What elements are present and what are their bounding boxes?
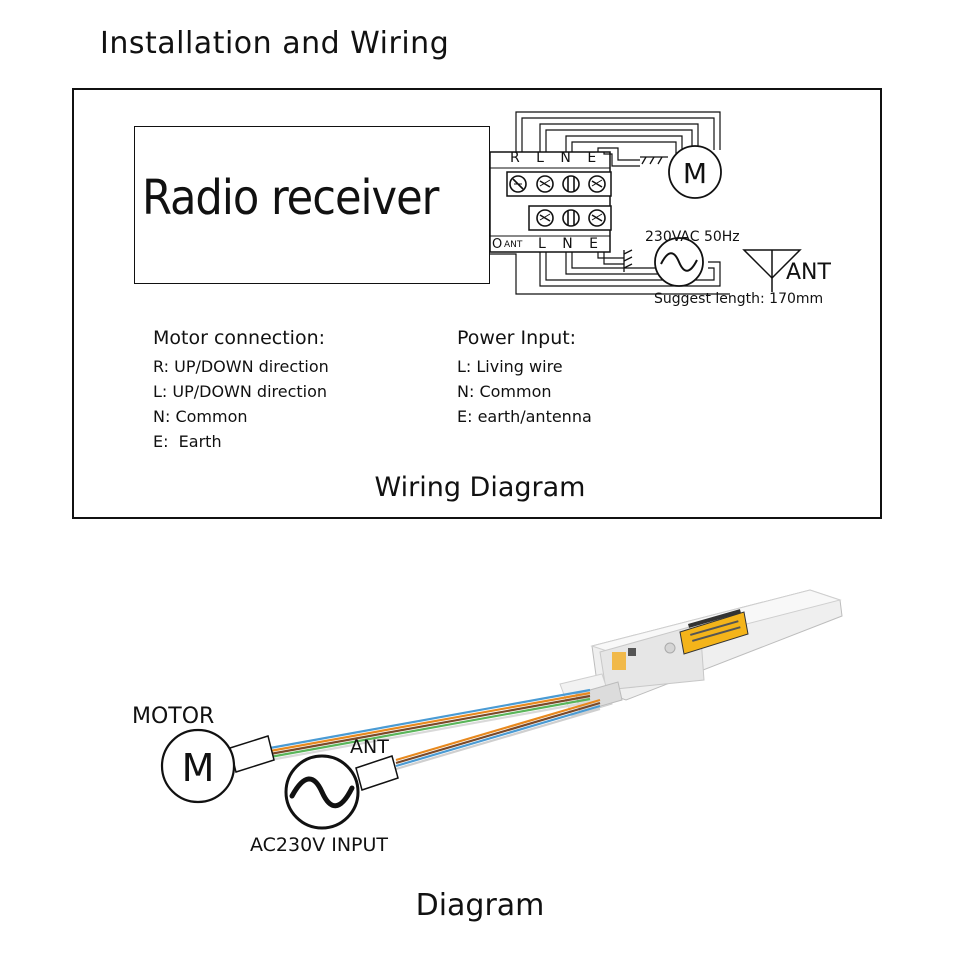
screw-icon: [588, 175, 606, 193]
motor-cable: [269, 688, 591, 762]
motor-connection-item: E: Earth: [153, 432, 222, 451]
power-terminal-labels: L N E: [538, 236, 605, 252]
screw-icon: [536, 175, 554, 193]
input-cable: [395, 698, 601, 771]
motor-cable-sleeve: [229, 735, 275, 773]
ant-label: ANT: [350, 736, 389, 758]
motor-icon: M: [668, 145, 722, 199]
motor-connection-item: R: UP/DOWN direction: [153, 357, 329, 376]
screw-icon: [588, 209, 606, 227]
screw-icon: [562, 209, 580, 227]
terminal-block: [489, 151, 611, 253]
power-input-heading: Power Input:: [457, 327, 577, 349]
motor-terminal-labels: R L N E: [510, 150, 603, 166]
page-title: Installation and Wiring: [100, 26, 450, 61]
wiring-diagram-frame: [72, 88, 882, 519]
power-input-item: L: Living wire: [457, 357, 563, 376]
screw-icon: [562, 175, 580, 193]
ac-source-icon: [284, 754, 360, 830]
antenna-label: ANT: [786, 260, 831, 285]
motor-symbol-label: M: [182, 746, 215, 790]
power-input-item: N: Common: [457, 382, 552, 401]
ac-source-icon: [654, 237, 704, 287]
power-wires: [490, 252, 730, 295]
receiver-device-image: [559, 589, 843, 717]
radio-receiver-label: Radio receiver: [142, 170, 439, 226]
earth-icon: [640, 156, 668, 165]
antenna-icon: [742, 249, 802, 292]
motor-connection-heading: Motor connection:: [153, 327, 326, 349]
wiring-diagram-caption: Wiring Diagram: [374, 472, 586, 503]
motor-wires: [515, 111, 721, 167]
suggest-length-label: Suggest length: 170mm: [654, 291, 824, 307]
power-spec-label: 230VAC 50Hz: [645, 229, 740, 245]
motor-symbol-label: M: [683, 157, 707, 190]
ac-input-label: AC230V INPUT: [250, 834, 389, 856]
screw-icon: [509, 175, 527, 193]
power-terminal-prefix: O: [492, 237, 503, 252]
power-input-item: E: earth/antenna: [457, 407, 592, 426]
screw-icon: [536, 209, 554, 227]
input-cable-sleeve: [355, 755, 399, 791]
earth-icon: [623, 249, 633, 272]
motor-icon: M: [160, 728, 236, 804]
power-terminal-ant-label: ANT: [504, 240, 523, 250]
diagram-caption: Diagram: [415, 888, 545, 923]
motor-connection-item: N: Common: [153, 407, 248, 426]
motor-label: MOTOR: [132, 704, 215, 729]
motor-connection-item: L: UP/DOWN direction: [153, 382, 328, 401]
